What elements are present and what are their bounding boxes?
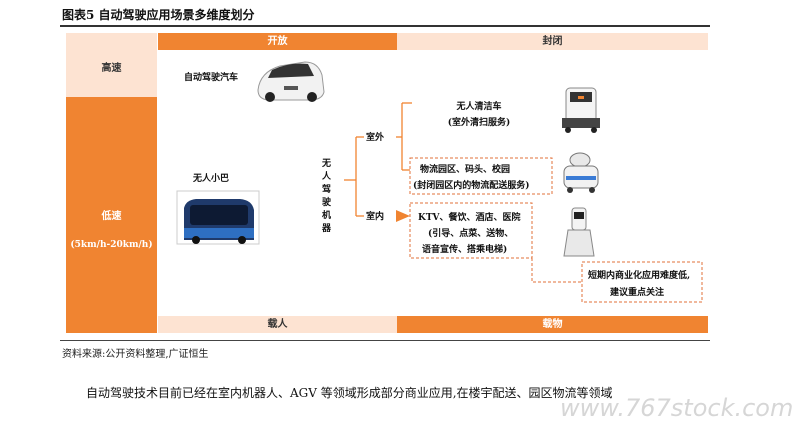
header-open-band: 开放 — [158, 33, 397, 50]
logistics-subtitle: (封闭园区内的物流配送服务) — [413, 181, 530, 191]
indoor-title: KTV、餐饮、酒店、医院 — [418, 213, 521, 223]
cleaner-robot-image — [562, 87, 600, 133]
indoor-arrow — [396, 210, 410, 222]
note-line2: 建议重点关注 — [610, 288, 665, 298]
diagram-panel — [66, 33, 708, 333]
service-robot-image — [563, 207, 595, 257]
row-high-speed-band: 高速 — [66, 33, 157, 97]
robot-label: 无人驾驶机器 — [322, 159, 332, 234]
car-image — [257, 61, 325, 102]
note-connector — [531, 258, 582, 283]
bottom-rule — [60, 340, 710, 341]
indoor-line2: (引导、点菜、送物、 — [428, 229, 514, 239]
bus-label: 无人小巴 — [193, 174, 230, 184]
delivery-robot-image — [563, 152, 599, 193]
row-low-speed-label: 低速 — [101, 211, 122, 222]
figure-title: 图表5 自动驾驶应用场景多维度划分 — [62, 8, 255, 22]
bus-image — [176, 190, 260, 245]
cleaner-subtitle: (室外清扫服务) — [447, 118, 511, 128]
body-paragraph: 自动驾驶技术目前已经在室内机器人、AGV 等领域形成部分商业应用,在楼宇配送、园… — [86, 386, 613, 400]
indoor-box — [409, 202, 533, 259]
header-closed-band: 封闭 — [397, 33, 708, 50]
note-line1: 短期内商业化应用难度低, — [588, 271, 691, 281]
note-box — [581, 261, 703, 303]
logistics-title: 物流园区、码头、校园 — [420, 165, 511, 175]
header-open-label: 开放 — [267, 36, 288, 47]
footer-people-band: 载人 — [158, 316, 397, 333]
illustrations — [176, 61, 703, 303]
footer-goods-band: 载物 — [397, 316, 708, 333]
indoor-line3: 语音宣传、搭乘电梯) — [422, 245, 508, 255]
row-low-speed-band: 低速 (5km/h-20km/h) — [66, 97, 157, 333]
tree-lines — [344, 102, 412, 217]
footer-people-label: 载人 — [267, 319, 288, 330]
top-rule — [60, 25, 710, 27]
outdoor-label: 室外 — [366, 133, 385, 143]
logistics-box — [409, 157, 553, 195]
row-high-speed-label: 高速 — [101, 63, 122, 74]
header-closed-label: 封闭 — [542, 36, 563, 47]
footer-goods-label: 载物 — [542, 319, 563, 330]
row-low-speed-range: (5km/h-20km/h) — [70, 240, 153, 250]
source-note: 资料来源:公开资料整理,广证恒生 — [62, 349, 209, 360]
watermark: www.767stock.com — [560, 394, 793, 422]
indoor-label: 室内 — [366, 212, 385, 222]
cleaner-title: 无人清洁车 — [456, 102, 502, 112]
car-label: 自动驾驶汽车 — [184, 73, 239, 83]
